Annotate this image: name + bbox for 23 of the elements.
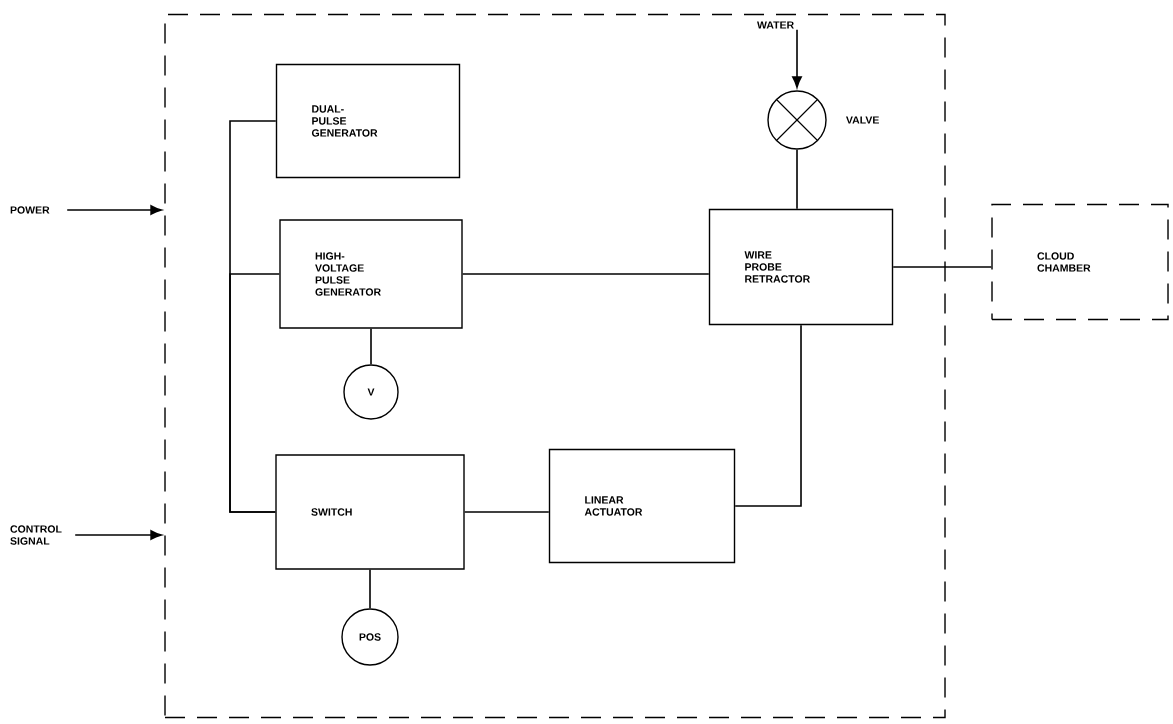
connector-line [734,324,802,507]
retractor-box: WIRE PROBE RETRACTOR [708,208,894,326]
external-box: CLOUD CHAMBER [991,203,1169,321]
actuator-box: LINEAR ACTUATOR [548,448,736,564]
connector-line [370,327,372,366]
switch-box: SWITCH [275,454,465,570]
connector-line [229,273,281,513]
arrow [792,29,802,88]
connector-line [463,511,550,513]
valve-symbol [767,90,827,150]
input-label: CONTROL SIGNAL [10,525,62,545]
connector-line [369,568,371,610]
generator-box: HIGH- VOLTAGE PULSE GENERATOR [279,219,463,329]
valve-label: VALVE [846,116,879,124]
system-boundary-box [164,13,946,719]
arrow [74,530,162,540]
input-label: WATER [757,21,794,29]
arrow [66,205,162,215]
input-label: POWER [10,206,50,214]
connector-line [892,266,993,268]
connector-line [796,148,798,210]
connector-line [461,273,710,275]
generator-box: DUAL- PULSE GENERATOR [275,63,461,179]
